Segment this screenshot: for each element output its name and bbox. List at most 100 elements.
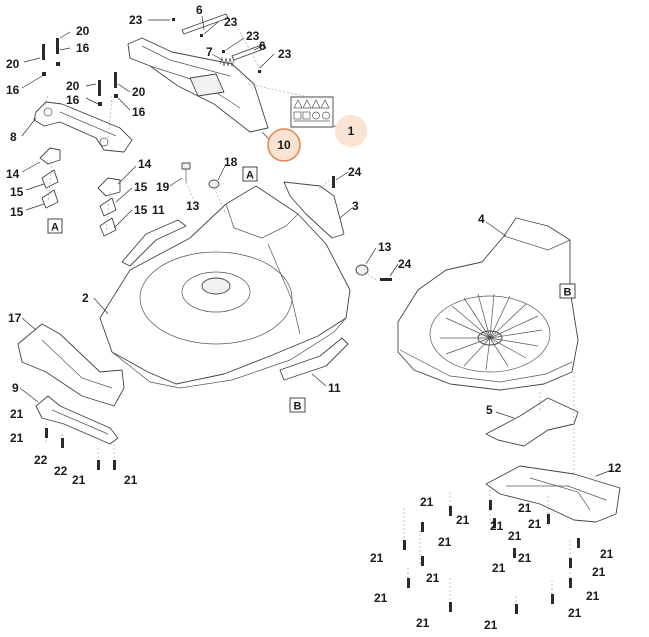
marker-b-blower[interactable]: B [559, 283, 576, 299]
svg-text:B: B [564, 287, 572, 299]
screws [42, 18, 580, 614]
callout-11: 11 [152, 203, 165, 217]
svg-text:A: A [246, 170, 254, 182]
callout-21: 21 [518, 551, 532, 565]
part-8-handle-mount[interactable] [33, 101, 133, 153]
callout-24: 24 [348, 165, 362, 179]
callout-16: 16 [66, 93, 80, 107]
callout-23: 23 [278, 47, 292, 61]
part-1-warning-label[interactable] [290, 96, 334, 128]
callout-5: 5 [486, 403, 493, 417]
part-15-clip-right[interactable] [99, 197, 117, 237]
part-7-spring[interactable] [219, 56, 235, 68]
part-10-handle-bracket[interactable] [127, 37, 269, 133]
callout-22: 22 [54, 464, 68, 478]
callout-21: 21 [508, 529, 522, 543]
marker-b-deck[interactable]: B [289, 397, 306, 413]
callout-21: 21 [528, 517, 542, 531]
leader-lines [19, 15, 613, 477]
callout-7: 7 [206, 45, 213, 59]
callout-6: 6 [196, 3, 203, 17]
part-11-rail-upper[interactable] [121, 219, 187, 267]
callout-1-highlight [335, 115, 367, 147]
callout-18: 18 [224, 155, 238, 169]
callout-16: 16 [6, 83, 20, 97]
callout-16: 16 [132, 105, 146, 119]
callout-8: 8 [10, 130, 17, 144]
part-18-washer[interactable] [208, 179, 220, 189]
callout-16: 16 [76, 41, 90, 55]
callout-15: 15 [10, 185, 24, 199]
callout-13: 13 [378, 240, 392, 254]
callout-21: 21 [416, 616, 430, 630]
callout-21: 21 [518, 501, 532, 515]
callout-21: 21 [10, 431, 24, 445]
callout-24: 24 [398, 257, 412, 271]
fan-blades-icon [440, 293, 543, 371]
marker-a-left[interactable]: A [47, 218, 63, 234]
callout-21: 21 [490, 519, 504, 533]
callout-21: 21 [370, 551, 384, 565]
callout-10[interactable]: 10 [277, 138, 291, 152]
callout-15: 15 [134, 180, 148, 194]
callout-21: 21 [492, 561, 506, 575]
callout-4: 4 [478, 212, 485, 226]
callout-20: 20 [6, 57, 20, 71]
callout-11: 11 [328, 381, 341, 395]
callout-20: 20 [132, 85, 146, 99]
callout-3: 3 [352, 199, 359, 213]
callout-22: 22 [34, 453, 48, 467]
part-2-mower-deck[interactable] [99, 185, 351, 389]
callout-21: 21 [438, 535, 452, 549]
callout-21: 21 [586, 589, 600, 603]
callout-21: 21 [592, 565, 606, 579]
svg-text:B: B [294, 401, 302, 413]
part-4-blower-housing[interactable] [397, 217, 579, 391]
part-17-rear-flap[interactable] [17, 323, 125, 407]
callout-9: 9 [12, 381, 19, 395]
callout-23: 23 [224, 15, 238, 29]
callout-10-highlight [267, 128, 301, 162]
callout-19: 19 [156, 180, 170, 194]
svg-text:A: A [51, 222, 59, 234]
part-15-clip-left[interactable] [41, 169, 59, 209]
callout-21: 21 [72, 473, 86, 487]
part-6-pin[interactable] [181, 13, 229, 35]
callout-21: 21 [374, 591, 388, 605]
callout-17: 17 [8, 311, 22, 325]
callout-21: 21 [568, 606, 582, 620]
callout-14: 14 [138, 157, 152, 171]
warning-symbols-icon [293, 99, 330, 122]
part-19-bolt[interactable] [181, 162, 191, 182]
callout-23: 23 [129, 13, 143, 27]
callout-15: 15 [134, 203, 148, 217]
callout-2: 2 [82, 291, 89, 305]
callout-20: 20 [76, 24, 90, 38]
part-9-bracket[interactable] [35, 395, 119, 445]
part-14-clamp-left[interactable] [39, 147, 61, 165]
part-5-chute[interactable] [485, 397, 579, 447]
callout-21: 21 [484, 618, 498, 632]
callout-21: 21 [426, 571, 440, 585]
callout-21: 21 [124, 473, 138, 487]
callout-21: 21 [456, 513, 470, 527]
part-3-side-flap[interactable] [283, 181, 345, 239]
callout-15: 15 [10, 205, 24, 219]
marker-a-top[interactable]: A [242, 166, 258, 182]
callout-12: 12 [608, 461, 622, 475]
callout-21: 21 [600, 547, 614, 561]
part-11-rail-lower[interactable] [279, 337, 349, 381]
callout-13: 13 [186, 199, 200, 213]
callout-14: 14 [6, 167, 20, 181]
callout-23: 23 [246, 29, 260, 43]
callout-21: 21 [10, 407, 24, 421]
part-14-clamp-right[interactable] [97, 177, 121, 197]
callout-1[interactable]: 1 [348, 124, 355, 138]
callout-21: 21 [420, 495, 434, 509]
callout-6: 6 [259, 39, 266, 53]
callout-labels: 1 10 23 6 23 23 6 7 23 20 16 20 16 20 16… [6, 3, 622, 632]
part-12-skid-plate[interactable] [485, 465, 621, 523]
callout-20: 20 [66, 79, 80, 93]
part-13-plug[interactable] [355, 264, 369, 276]
